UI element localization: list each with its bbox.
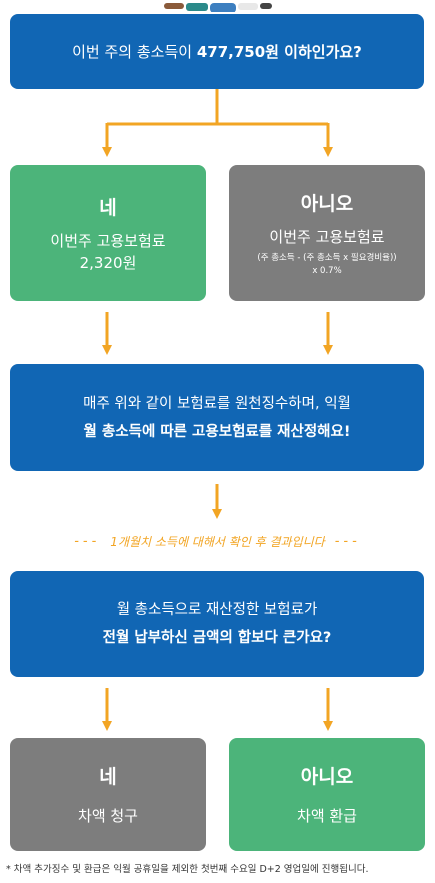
question-1-text: 이번 주의 총소득이 477,750원 이하인가요? xyxy=(72,41,362,62)
answer2-yes-box: 네 차액 청구 xyxy=(10,738,206,851)
question-1-prefix: 이번 주의 총소득이 xyxy=(72,43,197,61)
answer2-no-box: 아니오 차액 환급 xyxy=(229,738,425,851)
answer-no-line1: 이번주 고용보험료 xyxy=(269,227,385,246)
answer-yes-box: 네 이번주 고용보험료 2,320원 xyxy=(10,165,206,301)
answer-no-title: 아니오 xyxy=(300,192,354,215)
answer-no-formula-2: x 0.7% xyxy=(312,265,342,276)
split-arrow-1 xyxy=(102,89,333,157)
question-1-amount: 477,750원 이하인가요? xyxy=(196,43,362,61)
answer2-yes-title: 네 xyxy=(99,766,117,788)
answer-no-formula-1: (주 총소득 - (주 총소득 x 필요경비율)) xyxy=(257,252,397,263)
answer-yes-amount: 2,320원 xyxy=(79,253,137,272)
withholding-info-line1: 매주 위와 같이 보험료를 원천징수하며, 익월 xyxy=(83,395,351,412)
note-dashes-right: --- xyxy=(334,533,361,549)
question-2-line2: 전월 납부하신 금액의 합보다 큰가요? xyxy=(102,630,332,646)
note-dashes-left: --- xyxy=(74,533,101,549)
question-2-box: 월 총소득으로 재산정한 보험료가 전월 납부하신 금액의 합보다 큰가요? xyxy=(10,571,424,677)
question-2-line1: 월 총소득으로 재산정한 보험료가 xyxy=(116,602,318,618)
footnote: * 차액 추가징수 및 환급은 익월 공휴일을 제외한 첫번째 수요일 D+2 … xyxy=(6,864,369,875)
answer-yes-title: 네 xyxy=(99,196,117,219)
note-text: 1개월치 소득에 대해서 확인 후 결과입니다 xyxy=(110,534,325,549)
answer-no-box: 아니오 이번주 고용보험료 (주 총소득 - (주 총소득 x 필요경비율)) … xyxy=(229,165,425,301)
question-1-box: 이번 주의 총소득이 477,750원 이하인가요? xyxy=(10,14,424,89)
answer2-no-title: 아니오 xyxy=(300,766,354,788)
top-illustration xyxy=(150,0,285,12)
answer2-no-line1: 차액 환급 xyxy=(297,807,357,825)
answer-yes-line1: 이번주 고용보험료 xyxy=(50,231,166,250)
withholding-info-box: 매주 위와 같이 보험료를 원천징수하며, 익월 월 총소득에 따른 고용보험료… xyxy=(10,364,424,471)
answer2-yes-line1: 차액 청구 xyxy=(78,807,138,825)
monthly-note: --- 1개월치 소득에 대해서 확인 후 결과입니다 --- xyxy=(0,528,435,554)
withholding-info-line2: 월 총소득에 따른 고용보험료를 재산정해요! xyxy=(83,423,351,440)
illustration-fragment-icon xyxy=(164,3,272,12)
